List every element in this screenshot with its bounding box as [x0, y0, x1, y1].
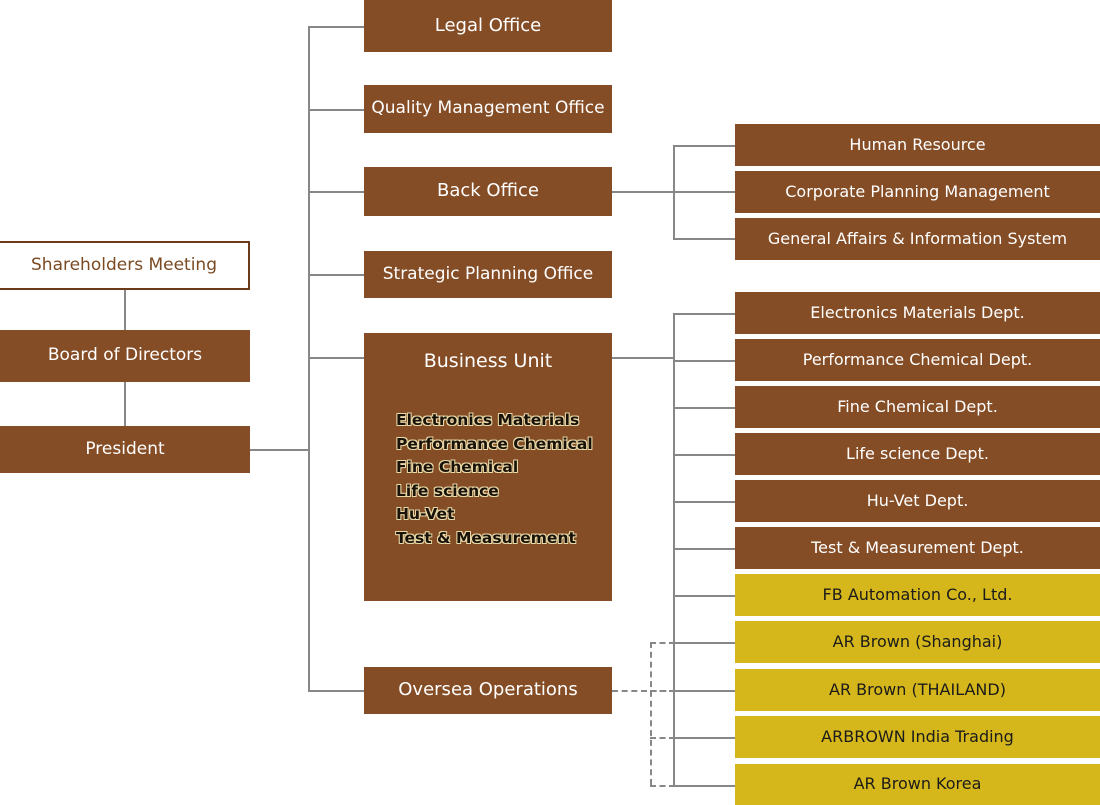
connector-oversea-dashed-to-korea — [650, 785, 675, 787]
node-shareholders-meeting-label: Shareholders Meeting — [31, 254, 217, 275]
connector-branch-to-general-affairs — [673, 238, 735, 240]
connector-oversea-dashed-to-thailand — [650, 690, 675, 692]
node-fb-automation[interactable]: FB Automation Co., Ltd. — [735, 574, 1100, 616]
connector-trunk-to-strategic-planning-office — [308, 274, 364, 276]
node-hu-vet-dept[interactable]: Hu-Vet Dept. — [735, 480, 1100, 522]
node-board-of-directors[interactable]: Board of Directors — [0, 330, 250, 382]
node-life-science-dept[interactable]: Life science Dept. — [735, 433, 1100, 475]
node-fine-chemical-dept[interactable]: Fine Chemical Dept. — [735, 386, 1100, 428]
node-electronics-materials-dept-label: Electronics Materials Dept. — [810, 302, 1025, 322]
connector-trunk-to-business-unit — [308, 357, 364, 359]
node-legal-office-label: Legal Office — [434, 14, 542, 36]
node-electronics-materials-dept[interactable]: Electronics Materials Dept. — [735, 292, 1100, 334]
connector-oversea-dashed-to-shanghai — [650, 642, 675, 644]
connector-branch-to-electronics-materials-dept — [673, 313, 735, 315]
connector-branch-to-fine-chemical-dept — [673, 407, 735, 409]
node-test-measurement-dept[interactable]: Test & Measurement Dept. — [735, 527, 1100, 569]
node-ar-brown-korea[interactable]: AR Brown Korea — [735, 764, 1100, 805]
connector-trunk-to-oversea-operations — [308, 690, 364, 692]
node-hu-vet-dept-label: Hu-Vet Dept. — [866, 490, 969, 510]
node-back-office[interactable]: Back Office — [364, 167, 612, 216]
connector-back-office-to-branch — [612, 191, 675, 193]
connector-branch-to-performance-chemical-dept — [673, 360, 735, 362]
connector-trunk-to-ar-brown-thailand — [673, 690, 735, 692]
node-ar-brown-thailand-label: AR Brown (THAILAND) — [829, 679, 1006, 699]
connector-president-to-trunk — [250, 449, 310, 451]
connector-trunk-to-arbrown-india — [673, 737, 735, 739]
connector-board-to-president — [124, 382, 126, 426]
node-corporate-planning-management-label: Corporate Planning Management — [785, 181, 1050, 201]
connector-trunk-to-legal-office — [308, 26, 364, 28]
node-test-measurement-dept-label: Test & Measurement Dept. — [811, 537, 1024, 557]
node-performance-chemical-dept-label: Performance Chemical Dept. — [802, 349, 1033, 369]
list-item: Hu-Vet — [396, 505, 455, 523]
list-item: Life science — [396, 481, 499, 500]
connector-branch-to-human-resource — [673, 145, 735, 147]
list-item: Performance Chemical — [396, 434, 593, 453]
node-life-science-dept-label: Life science Dept. — [846, 443, 989, 463]
list-item: Fine Chemical — [396, 458, 519, 476]
node-business-unit-label: Business Unit — [423, 350, 553, 372]
node-board-of-directors-label: Board of Directors — [47, 345, 203, 366]
node-corporate-planning-management[interactable]: Corporate Planning Management — [735, 171, 1100, 213]
connector-oversea-operations-dashed — [612, 690, 676, 692]
connector-trunk-to-ar-brown-shanghai — [673, 642, 735, 644]
connector-oversea-dashed-trunk — [650, 642, 652, 785]
connector-business-unit-to-branch — [612, 357, 675, 359]
node-quality-management-office[interactable]: Quality Management Office — [364, 85, 612, 133]
node-president[interactable]: President — [0, 426, 250, 473]
connector-branch-to-corporate-planning-management — [673, 191, 735, 193]
connector-branch-to-hu-vet-dept — [673, 501, 735, 503]
node-human-resource[interactable]: Human Resource — [735, 124, 1100, 166]
node-arbrown-india-trading[interactable]: ARBROWN India Trading — [735, 716, 1100, 758]
node-back-office-label: Back Office — [437, 180, 539, 202]
connector-oversea-dashed-to-india — [650, 737, 675, 739]
connector-branch-to-life-science-dept — [673, 454, 735, 456]
list-item: Test & Measurement — [396, 528, 576, 547]
node-ar-brown-shanghai[interactable]: AR Brown (Shanghai) — [735, 621, 1100, 663]
node-arbrown-india-trading-label: ARBROWN India Trading — [821, 726, 1014, 746]
node-business-unit[interactable]: Business Unit Electronics Materials Perf… — [364, 333, 612, 601]
node-performance-chemical-dept[interactable]: Performance Chemical Dept. — [735, 339, 1100, 381]
node-shareholders-meeting[interactable]: Shareholders Meeting — [0, 241, 250, 290]
connector-trunk-to-back-office — [308, 191, 364, 193]
node-ar-brown-thailand[interactable]: AR Brown (THAILAND) — [735, 669, 1100, 711]
node-oversea-operations[interactable]: Oversea Operations — [364, 667, 612, 714]
node-strategic-planning-office[interactable]: Strategic Planning Office — [364, 251, 612, 298]
node-oversea-operations-label: Oversea Operations — [398, 679, 578, 701]
node-fb-automation-label: FB Automation Co., Ltd. — [822, 584, 1013, 604]
node-human-resource-label: Human Resource — [849, 134, 986, 154]
node-fine-chemical-dept-label: Fine Chemical Dept. — [837, 396, 998, 416]
node-legal-office[interactable]: Legal Office — [364, 0, 612, 52]
business-unit-list: Electronics Materials Performance Chemic… — [396, 409, 593, 550]
node-strategic-planning-office-label: Strategic Planning Office — [382, 263, 594, 284]
node-general-affairs-information-system-label: General Affairs & Information System — [767, 228, 1068, 248]
connector-branch-to-fb-automation — [673, 595, 735, 597]
node-ar-brown-shanghai-label: AR Brown (Shanghai) — [832, 631, 1003, 651]
node-president-label: President — [85, 438, 165, 459]
connector-trunk-to-ar-brown-korea — [673, 785, 735, 787]
connector-trunk-to-quality-management-office — [308, 109, 364, 111]
node-quality-management-office-label: Quality Management Office — [371, 98, 605, 119]
connector-shareholders-to-board — [124, 290, 126, 330]
list-item: Electronics Materials — [396, 411, 580, 429]
node-general-affairs-information-system[interactable]: General Affairs & Information System — [735, 218, 1100, 260]
connector-branch-to-test-measurement-dept — [673, 548, 735, 550]
node-ar-brown-korea-label: AR Brown Korea — [853, 774, 982, 794]
